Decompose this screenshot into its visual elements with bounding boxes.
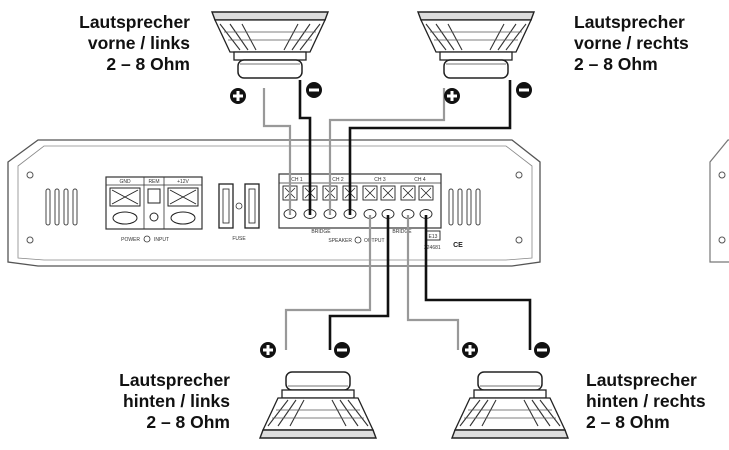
amplifier-partial — [709, 139, 729, 263]
power-label-rem: REM — [148, 179, 159, 185]
label-front-left: Lautsprecher vorne / links 2 – 8 Ohm — [40, 12, 190, 75]
speaker-terminal — [362, 185, 378, 219]
approval-number: 224681 — [424, 245, 441, 251]
output-label: OUTPUT — [364, 238, 385, 244]
speaker-terminal — [400, 185, 416, 219]
wire-rear-left-plus — [284, 215, 372, 350]
label-rear-right-line1: Lautsprecher — [586, 370, 697, 390]
plus-icon — [462, 342, 478, 358]
mount-hole — [515, 236, 523, 244]
ce-mark: CE — [453, 242, 463, 249]
label-front-right-line2: vorne / rechts — [574, 33, 689, 53]
label-front-left-line2: vorne / links — [87, 33, 190, 53]
bridge-label-2: BRIDGE — [392, 229, 412, 235]
minus-icon — [306, 82, 322, 98]
wire-rear-left-minus — [328, 215, 390, 350]
minus-icon — [516, 82, 532, 98]
heatsink-vents-left — [45, 188, 78, 226]
wire-rear-right-plus — [406, 215, 460, 350]
speaker-terminal — [380, 185, 396, 219]
fuse-label: FUSE — [232, 236, 246, 242]
power-label-gnd: GND — [119, 179, 131, 185]
output-led-icon — [354, 236, 362, 244]
wiring — [262, 80, 532, 350]
power-label-12v: +12V — [177, 179, 189, 185]
label-front-left-line3: 2 – 8 Ohm — [106, 54, 190, 74]
label-front-right: Lautsprecher vorne / rechts 2 – 8 Ohm — [574, 12, 724, 75]
mount-hole — [26, 171, 34, 179]
plus-icon — [260, 342, 276, 358]
wire-front-right-plus — [328, 88, 446, 215]
speaker-label: SPEAKER — [328, 238, 352, 244]
label-front-right-line3: 2 – 8 Ohm — [574, 54, 658, 74]
channel-label-1: CH 1 — [291, 177, 303, 183]
speaker-terminal-block: CH 1 CH 2 CH 3 CH 4 BRIDGE BRIDGE SPEAKE… — [278, 173, 442, 244]
label-rear-left: Lautsprecher hinten / links 2 – 8 Ohm — [80, 370, 230, 433]
power-terminal-block: GND REM +12V POWER INPUT — [105, 176, 203, 243]
speaker-rear-left — [259, 371, 377, 439]
minus-icon — [534, 342, 550, 358]
wire-front-right-minus — [348, 80, 512, 215]
mount-hole — [26, 236, 34, 244]
wire-front-left-plus — [262, 88, 292, 215]
bridge-label-1: BRIDGE — [311, 229, 331, 235]
label-rear-right-line3: 2 – 8 Ohm — [586, 412, 670, 432]
input-label: INPUT — [154, 237, 169, 243]
power-led-icon — [143, 235, 151, 243]
speaker-rear-right — [451, 371, 569, 439]
wire-rear-right-minus — [424, 215, 532, 350]
fuse-block: FUSE — [218, 183, 260, 242]
speaker-terminal — [418, 185, 434, 219]
wire-front-left-minus — [298, 80, 312, 215]
channel-label-2: CH 2 — [332, 177, 344, 183]
minus-icon — [334, 342, 350, 358]
label-rear-left-line1: Lautsprecher — [119, 370, 230, 390]
label-rear-right-line2: hinten / rechts — [586, 391, 706, 411]
label-rear-left-line3: 2 – 8 Ohm — [146, 412, 230, 432]
speaker-front-right — [417, 11, 535, 79]
plus-icon — [230, 88, 246, 104]
label-rear-left-line2: hinten / links — [123, 391, 230, 411]
e-mark: E13 — [429, 234, 438, 240]
speaker-front-left — [211, 11, 329, 79]
amplifier: GND REM +12V POWER INPUT FUSE CH 1 CH 2 … — [7, 139, 541, 267]
label-front-right-line1: Lautsprecher — [574, 12, 685, 32]
power-label: POWER — [121, 237, 140, 243]
channel-label-4: CH 4 — [414, 177, 426, 183]
channel-label-3: CH 3 — [374, 177, 386, 183]
mount-hole — [515, 171, 523, 179]
label-rear-right: Lautsprecher hinten / rechts 2 – 8 Ohm — [586, 370, 729, 433]
plus-icon — [444, 88, 460, 104]
heatsink-vents-right — [448, 188, 481, 226]
label-front-left-line1: Lautsprecher — [79, 12, 190, 32]
